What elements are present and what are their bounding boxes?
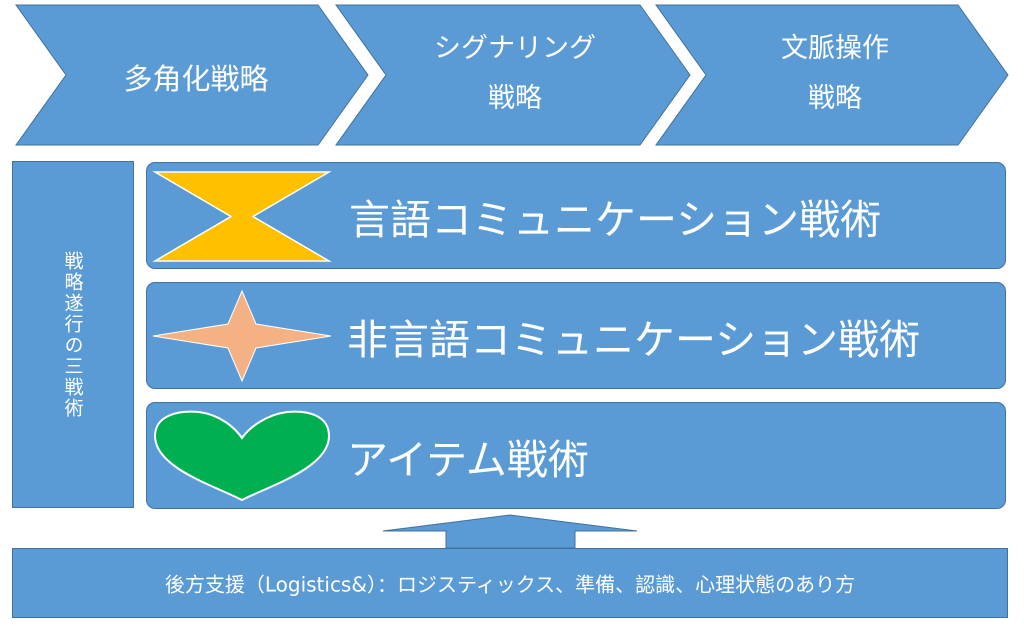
- foundation-box: 後方支援（Logistics&）：ロジスティックス、準備、認識、心理状態のあり方: [12, 548, 1008, 618]
- chevron-diversification: [15, 4, 369, 146]
- tactic-label: アイテム戦術: [347, 435, 589, 484]
- star-icon: [152, 289, 332, 383]
- tactic-label: 言語コミュニケーション戦術: [349, 195, 882, 244]
- chevron-row: [15, 4, 1009, 146]
- chevron-label-line: シグナリング: [434, 33, 596, 64]
- chevron-label-context: 文脈操作 戦略: [730, 24, 940, 124]
- chevron-signaling: [335, 4, 691, 146]
- tactic-row-nonverbal: 非言語コミュニケーション戦術: [146, 282, 1006, 389]
- chevron-label-line: 文脈操作: [781, 33, 889, 64]
- tactic-row-verbal: 言語コミュニケーション戦術: [146, 162, 1006, 269]
- foundation-label: 後方支援（Logistics&）：ロジスティックス、準備、認識、心理状態のあり方: [164, 572, 856, 597]
- chevron-label-signaling: シグナリング 戦略: [410, 24, 620, 124]
- chevron-label-diversification: 多角化戦略: [96, 53, 296, 107]
- heart-icon: [153, 410, 331, 502]
- hourglass-icon: [152, 171, 332, 262]
- tactic-label: 非言語コミュニケーション戦術: [347, 315, 921, 364]
- chevron-label-line: 戦略: [808, 82, 862, 114]
- chevron-label-line: 戦略: [488, 82, 542, 114]
- sidebar-box: 戦略遂行の三戦術: [12, 161, 134, 508]
- tactic-row-item: アイテム戦術: [146, 402, 1006, 509]
- chevron-context: [655, 4, 1009, 146]
- sidebar-label: 戦略遂行の三戦術: [61, 250, 84, 419]
- chevron-label-line: 多角化戦略: [123, 62, 269, 96]
